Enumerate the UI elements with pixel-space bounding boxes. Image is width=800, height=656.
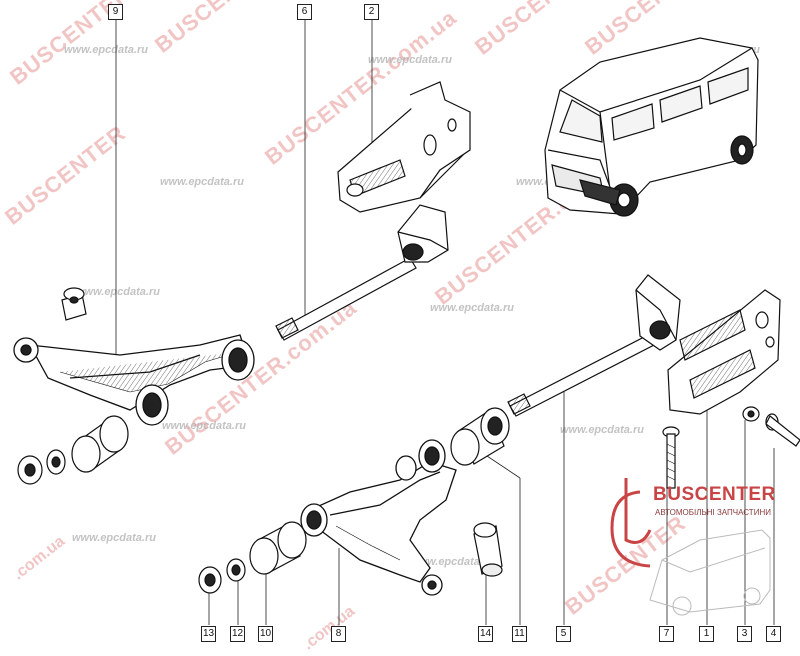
bushing-stack-upper [17,415,129,485]
watermark-site: www.epcdata.ru [410,556,494,568]
part-4-bolt [765,413,800,447]
callout-1: 1 [699,626,714,642]
callout-14: 14 [478,626,493,642]
leader-lines [115,18,775,625]
brand-name: BUSCENTER [653,484,776,505]
callout-2: 2 [364,4,379,20]
van-illustration [544,37,759,217]
part-6-tie-rod [275,204,449,341]
watermark-site: www.epcdata.ru [162,420,246,432]
brand-logo [610,478,652,568]
callout-10: 10 [258,626,273,642]
callout-4: 4 [766,626,781,642]
part-11-bushing [450,407,510,466]
part-14-ball-joint [473,522,503,577]
watermark-site: www.epcdata.ru [430,302,514,314]
callout-3: 3 [737,626,752,642]
callout-5: 5 [556,626,571,642]
part-1-mounting-bracket [667,289,781,415]
part-2-mounting-bracket [337,81,471,213]
part-8-wishbone-arm [300,439,457,596]
watermark-site: www.epcdata.ru [160,176,244,188]
brand-van-sketch [649,529,771,616]
bushing-stack-lower [198,521,307,594]
brand-block: BUSCENTER АВТОМОБІЛЬНІ ЗАПЧАСТИНИ [605,478,795,628]
watermark-site: www.epcdata.ru [76,286,160,298]
callout-8: 8 [331,626,346,642]
watermark-site: www.epcdata.ru [64,44,148,56]
brand-tagline: АВТОМОБІЛЬНІ ЗАПЧАСТИНИ [655,508,771,517]
watermark-site: www.epcdata.ru [72,532,156,544]
part-7-bolt [662,426,680,489]
watermark-site: www.epcdata.ru [560,424,644,436]
part-9-wishbone-arm [13,334,255,426]
watermark-site: www.epcdata.ru [368,54,452,66]
callout-6: 6 [297,4,312,20]
callout-9: 9 [108,4,123,20]
callout-13: 13 [201,626,216,642]
callout-11: 11 [512,626,527,642]
callout-7: 7 [659,626,674,642]
ball-joint-upper [61,287,87,321]
part-3-washer [742,406,760,422]
part-5-tie-rod [507,274,681,417]
callout-12: 12 [230,626,245,642]
